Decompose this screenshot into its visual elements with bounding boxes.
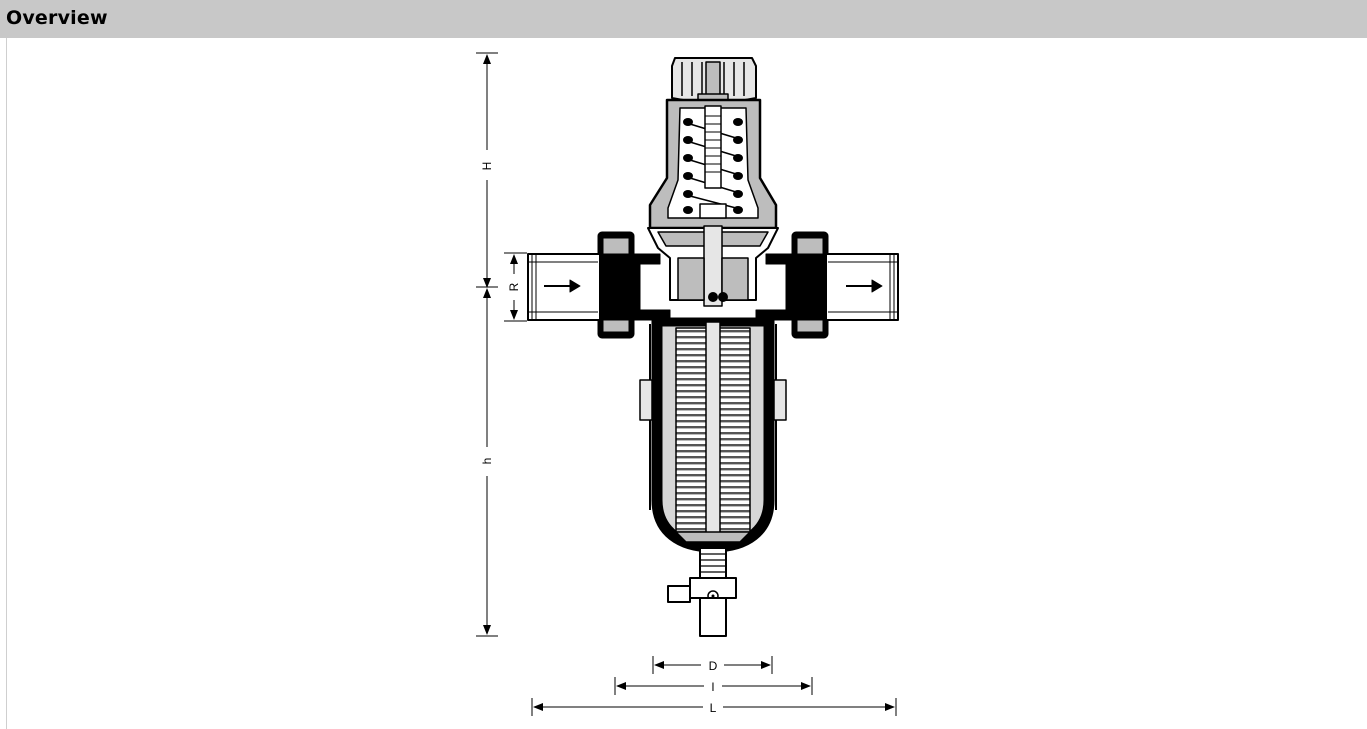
dimension-label-h: h <box>480 458 494 465</box>
section-title: Overview <box>6 7 108 29</box>
dimension-label-D: D <box>709 659 718 673</box>
inlet-connection <box>527 231 671 339</box>
dimension-h: h <box>476 286 498 637</box>
valve-mechanism <box>647 225 779 307</box>
dimension-l: l <box>614 677 813 695</box>
dimension-label-H: H <box>480 162 494 171</box>
filter-insert <box>675 321 751 543</box>
spring-bonnet <box>648 98 778 230</box>
dimension-label-R: R <box>507 282 521 291</box>
dimension-label-L: L <box>710 701 717 715</box>
dimension-H: H <box>476 52 498 288</box>
left-border-line <box>6 38 7 729</box>
dimension-L: L <box>531 698 897 716</box>
dimension-D: D <box>652 656 773 674</box>
dimension-R: R <box>504 252 527 322</box>
valve-body <box>527 57 899 637</box>
section-header: Overview <box>0 0 1367 38</box>
drain-valve <box>667 547 737 637</box>
outlet-connection <box>755 231 899 339</box>
dimension-label-l: l <box>712 680 715 694</box>
